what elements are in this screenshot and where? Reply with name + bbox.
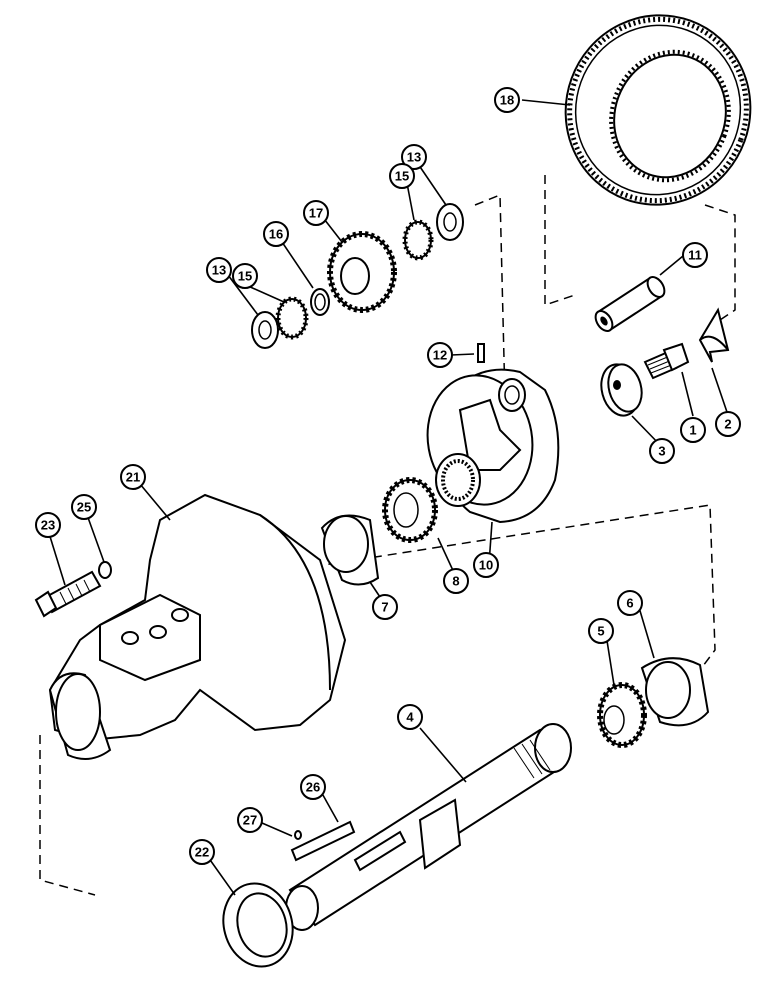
lock-washer (98, 561, 112, 579)
oil-seal (222, 882, 294, 968)
bearing-cone (382, 477, 438, 543)
callout-13-right-label: 13 (407, 150, 421, 165)
callout-5-label: 5 (597, 624, 604, 639)
bearing-cup (320, 514, 380, 586)
callout-6-label: 6 (626, 596, 633, 611)
bolt (643, 342, 690, 380)
thrust-washer (600, 363, 643, 417)
spacer-ring (310, 288, 330, 316)
callout-21: 21 (120, 464, 146, 490)
callout-27-label: 27 (243, 813, 257, 828)
axle-shaft (285, 723, 572, 931)
callout-2-label: 2 (724, 417, 731, 432)
callout-17-label: 17 (309, 206, 323, 221)
callout-26: 26 (300, 774, 326, 800)
shaft-key (290, 820, 356, 862)
callout-13-left: 13 (206, 257, 232, 283)
planet-washer-right (436, 203, 464, 241)
callout-5: 5 (588, 618, 614, 644)
callout-25-label: 25 (77, 500, 91, 515)
needle-bearing-right (402, 219, 434, 261)
callout-3: 3 (649, 438, 675, 464)
callout-26-label: 26 (306, 780, 320, 795)
callout-10: 10 (473, 552, 499, 578)
callout-11-label: 11 (688, 248, 702, 263)
needle-bearing-left (275, 296, 309, 340)
callout-1: 1 (680, 417, 706, 443)
housing-bolt (34, 570, 102, 618)
callout-27: 27 (237, 807, 263, 833)
callout-23-label: 23 (41, 518, 55, 533)
callout-6: 6 (617, 590, 643, 616)
callout-16-label: 16 (269, 227, 283, 242)
callout-15-right-label: 15 (395, 169, 409, 184)
callout-13-left-label: 13 (212, 263, 226, 278)
callout-7: 7 (372, 594, 398, 620)
outer-bearing-cup (640, 657, 710, 727)
callout-2: 2 (715, 411, 741, 437)
callout-17: 17 (303, 200, 329, 226)
callout-12-label: 12 (433, 348, 447, 363)
callout-4: 4 (397, 704, 423, 730)
callout-15-left-label: 15 (238, 269, 252, 284)
callout-15-left: 15 (232, 263, 258, 289)
dashed-group-line-ring (544, 175, 736, 321)
dashed-group-line-shaft (39, 504, 716, 896)
callout-12: 12 (427, 342, 453, 368)
callout-22: 22 (189, 839, 215, 865)
callout-1-label: 1 (689, 423, 696, 438)
callout-18-label: 18 (500, 93, 514, 108)
callout-8: 8 (443, 568, 469, 594)
roll-pin (477, 343, 485, 363)
callout-7-label: 7 (381, 600, 388, 615)
ring-gear (564, 14, 752, 206)
planet-washer-left (251, 311, 279, 349)
callout-25: 25 (71, 494, 97, 520)
planet-gear (327, 231, 397, 313)
callout-8-label: 8 (452, 574, 459, 589)
axle-housing (48, 493, 347, 760)
callout-21-label: 21 (126, 470, 140, 485)
callout-22-label: 22 (195, 845, 209, 860)
lock-plate (698, 307, 730, 363)
planet-pin (594, 276, 666, 332)
callout-15-right: 15 (389, 163, 415, 189)
callout-23: 23 (35, 512, 61, 538)
dashed-group-line-planet (474, 193, 506, 401)
callout-18: 18 (494, 87, 520, 113)
callout-11: 11 (682, 242, 708, 268)
callout-10-label: 10 (479, 558, 493, 573)
callout-3-label: 3 (658, 444, 665, 459)
callout-16: 16 (263, 221, 289, 247)
outer-bearing-cone (597, 682, 647, 748)
small-pin (294, 830, 302, 840)
planet-carrier (426, 368, 560, 524)
callout-4-label: 4 (406, 710, 414, 725)
callout-13-right: 13 (401, 144, 427, 170)
